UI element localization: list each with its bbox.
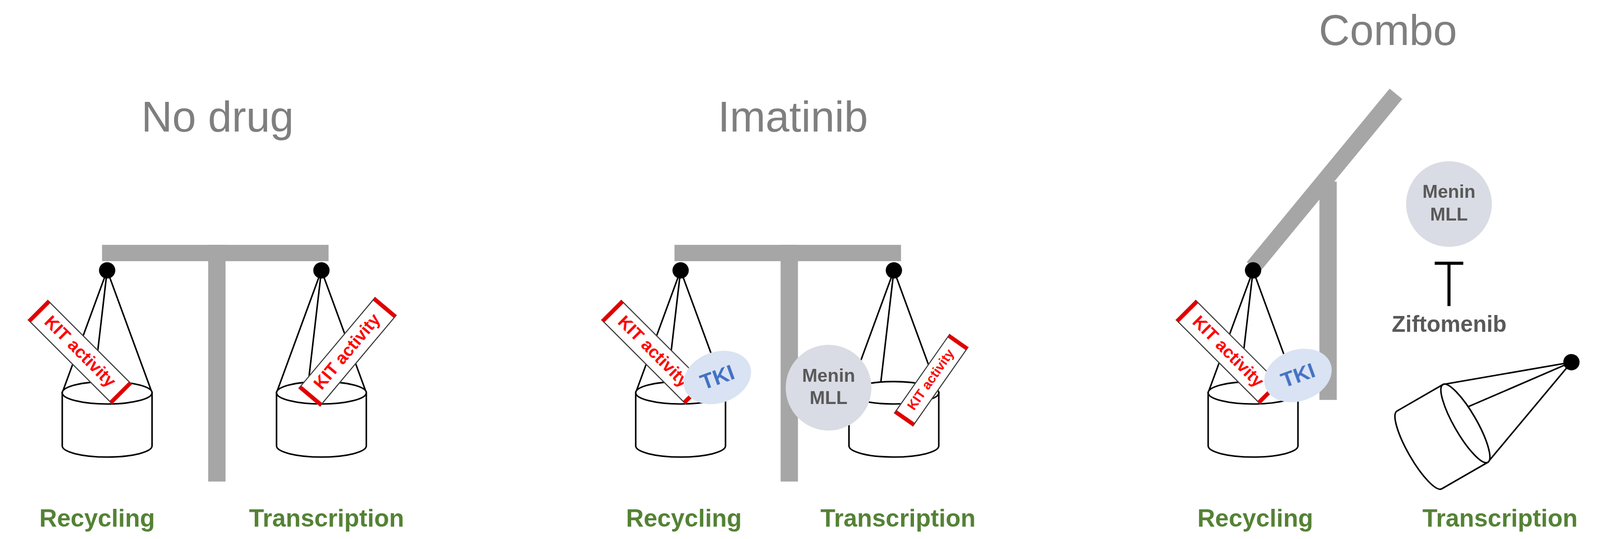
pan-label: Recycling <box>626 504 742 532</box>
node-text: KIT activity <box>1187 312 1268 392</box>
pan-label: Transcription <box>1422 504 1578 532</box>
node-text: KIT activity <box>309 310 385 394</box>
fallen-pan <box>1387 319 1600 495</box>
node-text: KIT activity <box>39 312 120 392</box>
node-text: Menin MLL <box>796 365 861 410</box>
complex-circle: Menin MLL <box>784 343 873 432</box>
balance-post <box>208 244 226 482</box>
inhibition-line <box>1447 263 1451 307</box>
node-text: Menin MLL <box>1417 182 1481 227</box>
pan-label: Recycling <box>39 504 155 532</box>
node-outline <box>1405 160 1493 248</box>
panel-title: Imatinib <box>717 93 868 141</box>
node-text: KIT activity <box>613 312 693 392</box>
panel-title: No drug <box>141 93 294 141</box>
inhibition-bar <box>1434 261 1464 265</box>
drug-name: Ziftomenib <box>1391 312 1507 337</box>
complex-circle: Menin MLL <box>1405 160 1493 248</box>
pan-label: Transcription <box>248 504 405 532</box>
pan-label: Transcription <box>820 504 976 532</box>
panel-title: Combo <box>1319 6 1458 54</box>
balance-pan <box>849 262 940 458</box>
pan-label: Recycling <box>1197 504 1314 532</box>
